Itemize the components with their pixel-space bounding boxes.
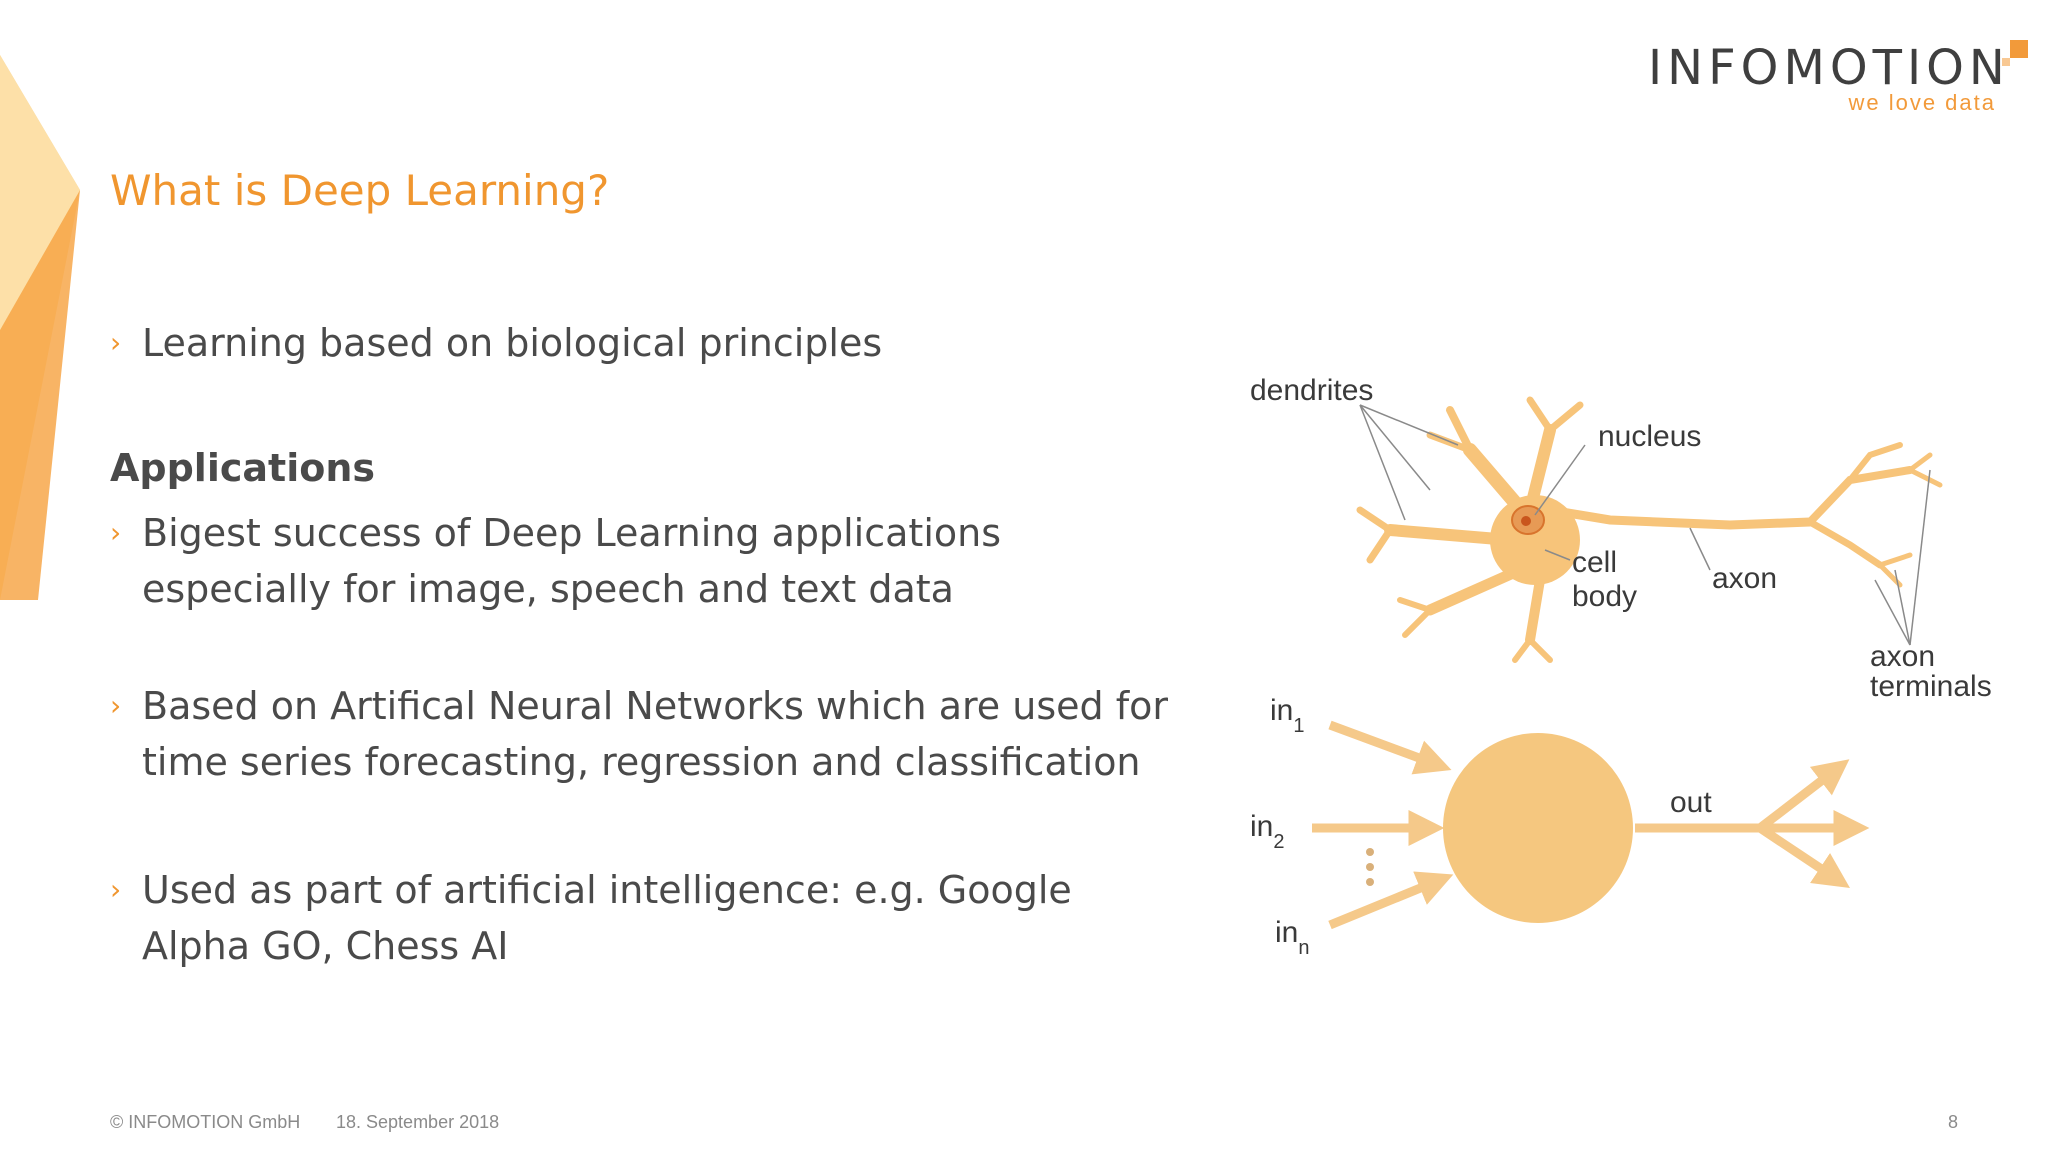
bullet-item: › Bigest success of Deep Learning applic… [110,505,1170,617]
output-arrow-up [1757,759,1850,832]
label-input-n: inn [1275,916,1309,959]
logo-tagline: we love data [1848,90,1996,115]
bullet-marker-icon: › [110,516,122,549]
bullet-text-line: Alpha GO, Chess AI [142,924,509,968]
input-arrow-n [1328,871,1454,930]
label-input-1: in1 [1270,694,1304,737]
neuron-diagram: dendrites nucleus cell body axon axon te… [1250,374,1992,959]
footer-copyright: © INFOMOTION GmbH [110,1112,301,1132]
label-input-2: in2 [1250,810,1284,853]
label-axon-terminals-2: terminals [1870,670,1992,703]
output-arrow-down [1757,824,1850,888]
bullet-text-line: Based on Artifical Neural Networks which… [142,684,1168,728]
artificial-neuron: in1 in2 inn out [1250,694,1870,959]
logo-small-square-icon [2002,58,2010,66]
bullet-item: › Used as part of artificial intelligenc… [110,862,1170,974]
bullet-text-line: Used as part of artificial intelligence:… [142,868,1072,912]
applications-heading: Applications [110,446,375,490]
bullet-text-line: especially for image, speech and text da… [142,567,954,611]
bullet-marker-icon: › [110,689,122,722]
neuron-node [1443,733,1633,923]
biological-neuron: dendrites nucleus cell body axon axon te… [1250,374,1992,703]
label-axon-terminals-1: axon [1870,640,1935,673]
bullet-text-line: Bigest success of Deep Learning applicat… [142,511,1002,555]
footer-date: 18. September 2018 [336,1112,500,1132]
label-body: body [1572,580,1637,613]
bullet-marker-icon: › [110,326,122,359]
logo-name: INFOMOTION [1648,40,2010,96]
footer-page-number: 8 [1948,1112,1959,1132]
slide-title: What is Deep Learning? [110,166,610,215]
label-nucleus: nucleus [1598,420,1701,453]
label-dendrites: dendrites [1250,374,1373,407]
bullet-item: › Learning based on biological principle… [110,315,1170,371]
label-axon: axon [1712,562,1777,595]
bullet-text-line: time series forecasting, regression and … [142,740,1141,784]
bullet-text: Learning based on biological principles [142,321,883,365]
bullet-item: › Based on Artifical Neural Networks whi… [110,678,1170,790]
logo-square-icon [2010,40,2028,58]
label-output: out [1670,786,1712,819]
input-arrow-1 [1328,720,1452,775]
company-logo: INFOMOTION we love data [1648,40,2028,120]
bullet-marker-icon: › [110,873,122,906]
label-cell: cell [1572,546,1617,579]
decorative-side-shape [0,55,80,600]
